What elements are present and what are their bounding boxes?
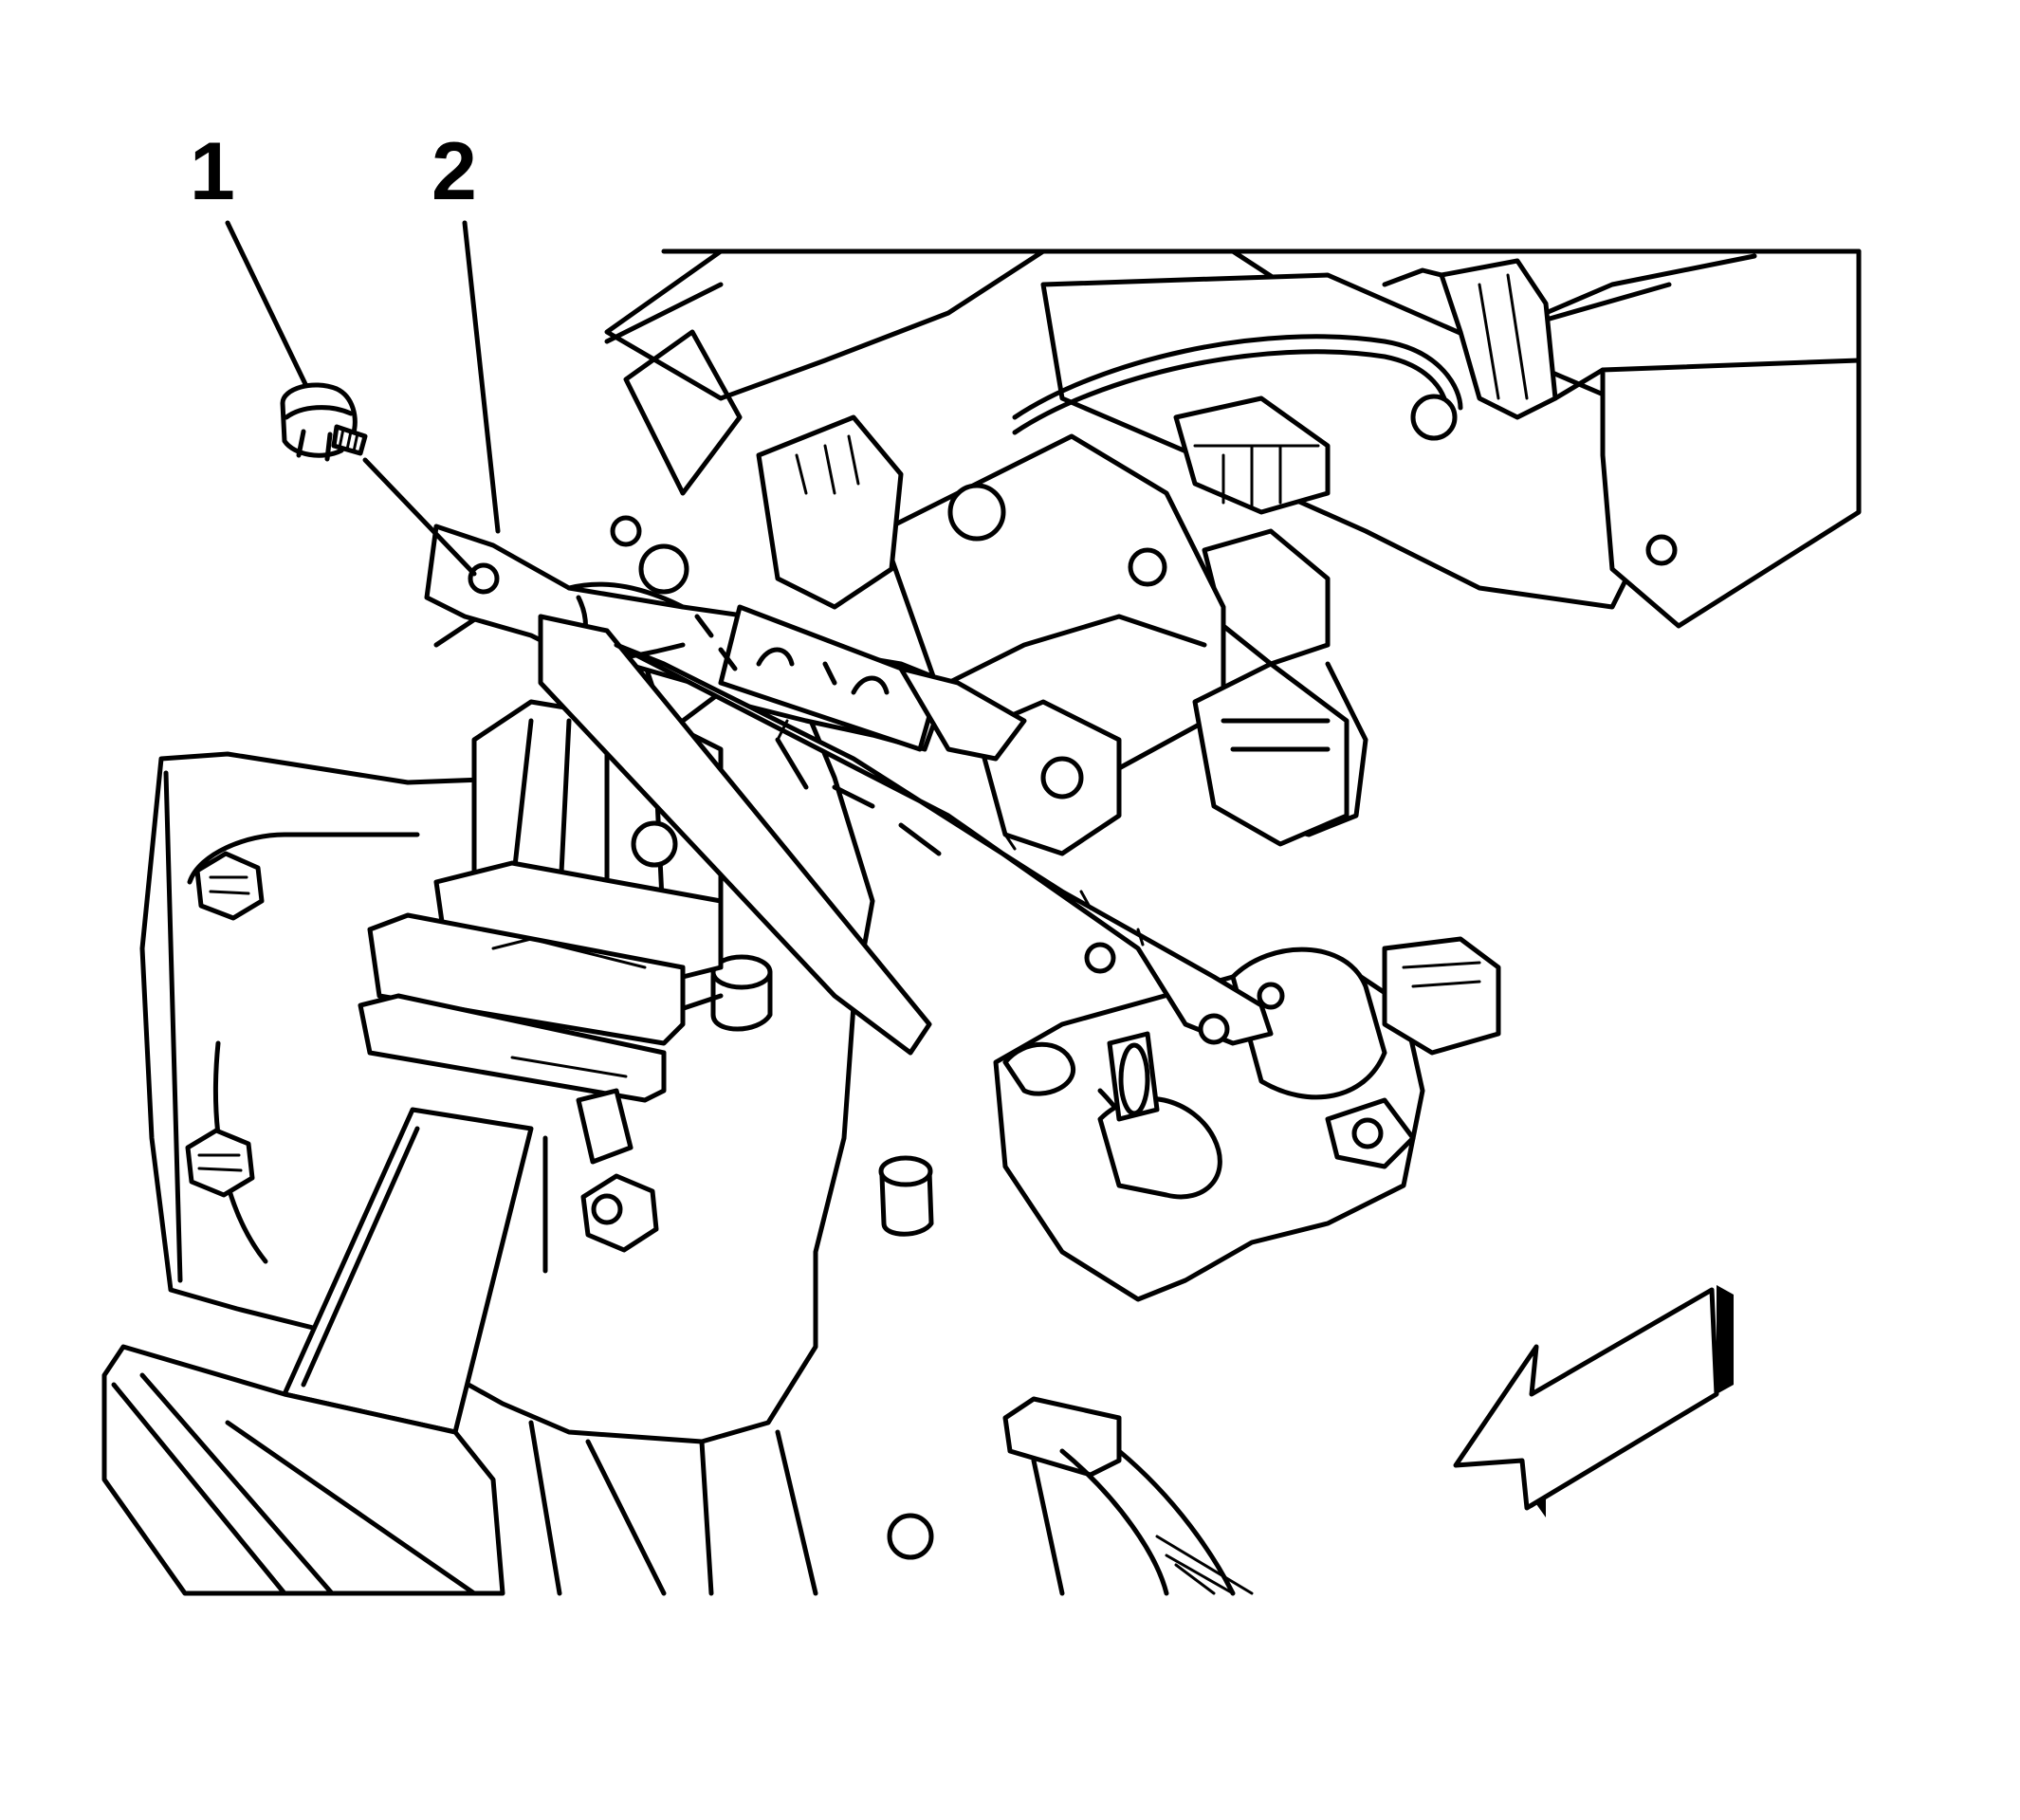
ground-strap: [424, 524, 1274, 1056]
callout-leaders: [225, 220, 501, 577]
lower-left-nut: [185, 1128, 255, 1198]
right-bracket: [993, 936, 1501, 1302]
center-stud: [710, 954, 773, 1032]
callout-1-leader: [225, 220, 308, 387]
callout-2-leader: [462, 220, 501, 534]
bolt-install-path: [362, 457, 477, 577]
lower-structure: [101, 1344, 1254, 1596]
callout-labels: 1 2: [190, 126, 477, 217]
forward-arrow-icon: [1453, 1285, 1734, 1517]
ground-bolt: [280, 382, 368, 462]
callout-2-label: 2: [432, 126, 477, 217]
lower-stud: [878, 1155, 934, 1237]
upper-column-assembly: [604, 248, 1862, 837]
switch-module: [604, 282, 1350, 856]
mounting-nuts: [185, 851, 934, 1253]
center-lower-nut: [580, 1173, 659, 1253]
upper-left-nut: [194, 851, 265, 921]
callout-1-label: 1: [190, 126, 235, 217]
